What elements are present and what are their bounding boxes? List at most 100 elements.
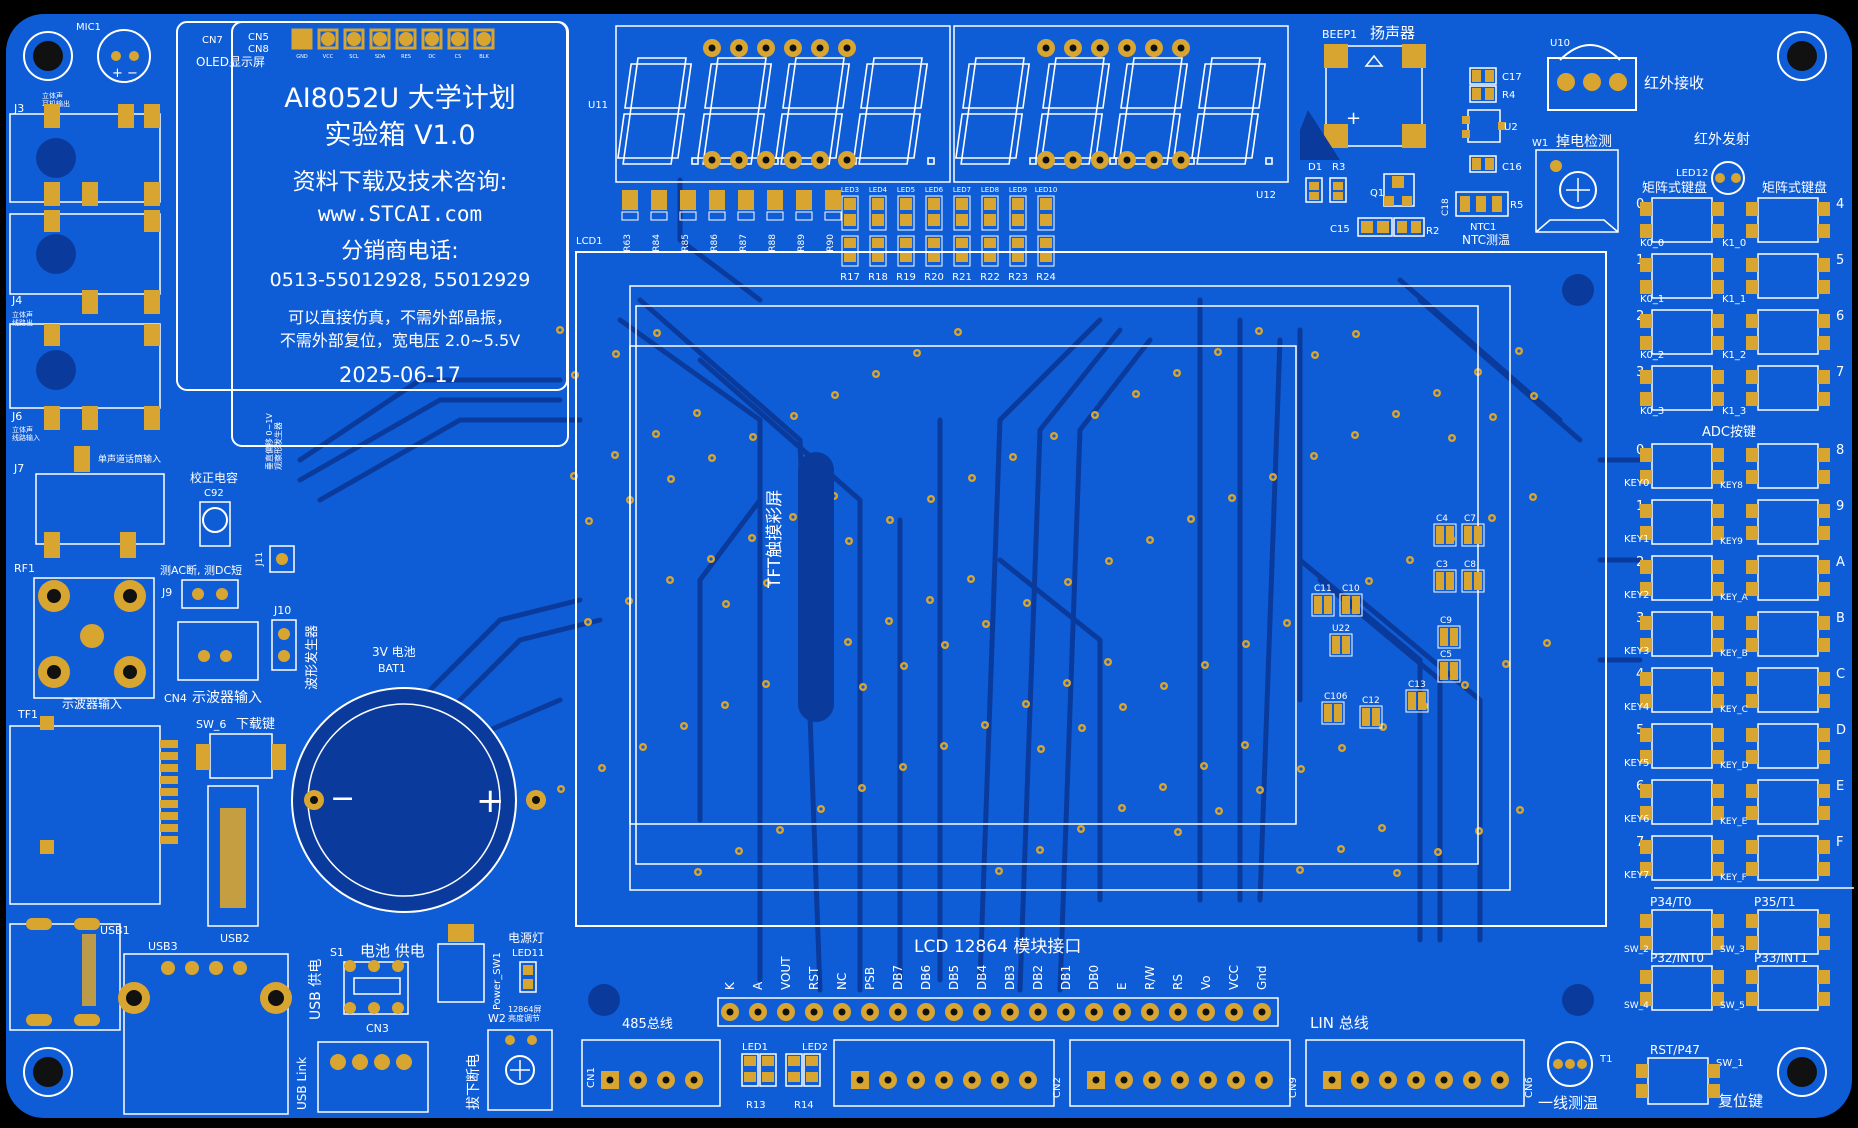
- via-hole: [1490, 516, 1494, 520]
- resistor-label: R86: [710, 234, 720, 252]
- int-key-left[interactable]: [1640, 965, 1724, 1011]
- seg-pin-hole: [1123, 44, 1131, 52]
- adc-key-left[interactable]: [1640, 723, 1724, 769]
- svg-text:USB1: USB1: [100, 924, 130, 937]
- matrix-key-right[interactable]: [1746, 365, 1830, 411]
- download-key[interactable]: SW_6 下载键: [196, 717, 286, 779]
- matrix-key-left[interactable]: [1640, 365, 1724, 411]
- svg-text:电源灯: 电源灯: [508, 931, 544, 945]
- cap-pad: [1464, 526, 1472, 544]
- adc-key-right[interactable]: [1746, 555, 1830, 601]
- svg-text:C18: C18: [1441, 198, 1451, 216]
- via-hole: [874, 372, 878, 376]
- adc-key-right[interactable]: [1746, 611, 1830, 657]
- led-pad: [844, 198, 856, 210]
- header-pin-hole: [1496, 1076, 1504, 1084]
- cap-pad: [1324, 596, 1332, 614]
- oled-pin-pad: [395, 28, 417, 50]
- via-hole: [750, 536, 754, 540]
- led-pad: [872, 198, 884, 210]
- key-outline: [1651, 611, 1713, 657]
- adc-key-left[interactable]: [1640, 611, 1724, 657]
- header-pin-hole: [1148, 1076, 1156, 1084]
- adc-key-left[interactable]: [1640, 443, 1724, 489]
- key-label: SW_4: [1624, 1001, 1649, 1011]
- reset-key[interactable]: RST/P47 SW_1 复位键: [1636, 1043, 1763, 1110]
- seg: [704, 63, 719, 109]
- lcd-pin-label: DB2: [1031, 965, 1045, 990]
- key-pad: [1640, 616, 1652, 630]
- adc-key-right[interactable]: [1746, 779, 1830, 825]
- led-pad: [900, 198, 912, 210]
- via-hole: [1148, 538, 1152, 542]
- via-hole: [984, 622, 988, 626]
- matrix-key-left[interactable]: [1640, 253, 1724, 299]
- key-pad: [1712, 694, 1724, 708]
- key-label: KEY4: [1624, 702, 1649, 713]
- via-hole: [1216, 350, 1220, 354]
- key-outline: [1757, 309, 1819, 355]
- matrix-key-left[interactable]: [1640, 309, 1724, 355]
- adc-key-left[interactable]: [1640, 835, 1724, 881]
- key-pad: [1640, 914, 1652, 928]
- svg-text:U2: U2: [1504, 122, 1518, 133]
- j4-desc: 立体声线路出: [12, 310, 33, 327]
- adc-key-left[interactable]: [1640, 779, 1724, 825]
- key-label: KEY2: [1624, 590, 1649, 601]
- lcd-pin-hole: [1118, 1008, 1126, 1016]
- seg-pin-hole: [816, 156, 824, 164]
- resistor-pad: [900, 252, 912, 262]
- key-pad: [1640, 560, 1652, 574]
- key-pad: [1818, 504, 1830, 518]
- key-num: 6: [1836, 309, 1844, 324]
- adc-key-right[interactable]: [1746, 667, 1830, 713]
- key-pad: [1746, 582, 1758, 596]
- seg: [1042, 63, 1057, 109]
- matrix-key-right[interactable]: [1746, 309, 1830, 355]
- matrix-key-left[interactable]: [1640, 197, 1724, 243]
- lcd-pin-label: PSB: [863, 967, 877, 990]
- int-key-left[interactable]: [1640, 909, 1724, 955]
- trace-2: [697, 357, 863, 993]
- adc-key-right[interactable]: [1746, 499, 1830, 545]
- resistor-pad: [844, 252, 856, 262]
- adc-key-right[interactable]: [1746, 835, 1830, 881]
- svg-text:C15: C15: [1330, 224, 1350, 235]
- header-pin-hole: [1260, 1076, 1268, 1084]
- cap-outline: [1433, 523, 1457, 547]
- oled-pin-label: CS: [455, 54, 462, 60]
- svg-text:CN9: CN9: [1288, 1077, 1299, 1098]
- seg: [775, 113, 790, 159]
- adc-key-left[interactable]: [1640, 555, 1724, 601]
- oled-pin-label: SDA: [375, 54, 386, 60]
- adc-key-right[interactable]: [1746, 443, 1830, 489]
- via-hole: [1217, 809, 1221, 813]
- matrix-key-right[interactable]: [1746, 197, 1830, 243]
- seg: [716, 57, 767, 65]
- adc-key-left[interactable]: [1640, 667, 1724, 713]
- cap-label: C9: [1440, 616, 1452, 626]
- via-hole: [970, 476, 974, 480]
- int-key-right[interactable]: [1746, 965, 1830, 1011]
- seg: [1203, 107, 1254, 115]
- key-pad: [1818, 936, 1830, 950]
- key-pad: [1712, 336, 1724, 350]
- matrix-key-right[interactable]: [1746, 253, 1830, 299]
- cap-pad: [1314, 596, 1322, 614]
- via-hole: [1162, 684, 1166, 688]
- via-hole: [1532, 394, 1536, 398]
- via-hole: [1025, 601, 1029, 605]
- key-label: KEY_B: [1720, 649, 1748, 659]
- oled-label: OLED显示屏: [196, 55, 265, 69]
- adc-key-left[interactable]: [1640, 499, 1724, 545]
- via-hole: [1450, 436, 1454, 440]
- int-key-right[interactable]: [1746, 909, 1830, 955]
- tf-pin: [160, 800, 178, 808]
- adc-key-right[interactable]: [1746, 723, 1830, 769]
- oled-pin-pad: [343, 28, 365, 50]
- via-hole: [1079, 827, 1083, 831]
- seg: [629, 107, 680, 115]
- key-pad: [1818, 914, 1830, 928]
- svg-text:ADC按键: ADC按键: [1702, 425, 1756, 440]
